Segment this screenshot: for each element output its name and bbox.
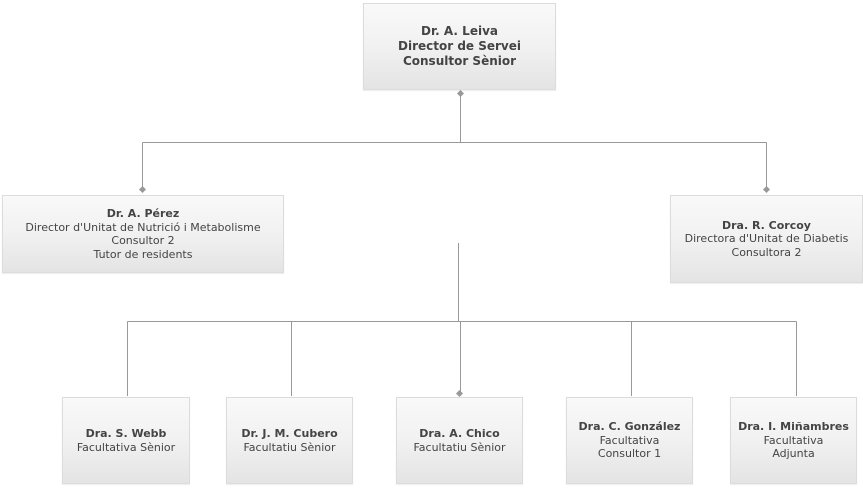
- node-title: Facultatiu Sènior: [413, 440, 506, 454]
- node-title: Facultativa Sènior: [76, 440, 176, 454]
- org-node-gonzalez[interactable]: Dra. C. González Facultativa Consultor 1: [566, 397, 693, 484]
- node-title: Facultativa: [599, 433, 660, 447]
- node-title: Consultora 2: [731, 245, 802, 259]
- connector-diamond: [456, 390, 463, 397]
- connector-diamond: [457, 90, 464, 97]
- node-title: Facultatiu Sènior: [243, 440, 336, 454]
- org-node-webb[interactable]: Dra. S. Webb Facultativa Sènior: [62, 397, 190, 484]
- node-title: Adjunta: [772, 447, 815, 461]
- node-title: Tutor de residents: [93, 247, 193, 261]
- node-title: Director d'Unitat de Nutrició i Metaboli…: [25, 220, 261, 234]
- org-node-cubero[interactable]: Dr. J. M. Cubero Facultatiu Sènior: [226, 397, 353, 484]
- node-name: Dra. C. González: [578, 420, 681, 434]
- node-name: Dr. A. Pérez: [106, 207, 180, 220]
- node-name: Dr. J. M. Cubero: [241, 427, 338, 440]
- node-name: Dra. R. Corcoy: [722, 218, 811, 232]
- node-title: Director de Servei: [398, 39, 521, 53]
- node-title: Facultativa: [763, 433, 824, 447]
- node-name: Dra. I. Miñambres: [738, 420, 849, 434]
- node-title: Consultor Sènior: [402, 54, 517, 68]
- org-node-minambres[interactable]: Dra. I. Miñambres Facultativa Adjunta: [730, 397, 857, 484]
- connector-diamond: [763, 186, 770, 193]
- node-name: Dr. A. Leiva: [421, 24, 498, 38]
- node-name: Dra. A. Chico: [419, 427, 500, 440]
- org-node-director[interactable]: Dr. A. Leiva Director de Servei Consulto…: [363, 3, 556, 90]
- node-name: Dra. S. Webb: [85, 427, 167, 440]
- org-node-perez[interactable]: Dr. A. Pérez Director d'Unitat de Nutric…: [2, 195, 284, 273]
- org-node-corcoy[interactable]: Dra. R. Corcoy Directora d'Unitat de Dia…: [670, 195, 863, 283]
- org-node-chico[interactable]: Dra. A. Chico Facultatiu Sènior: [396, 397, 523, 484]
- connector-diamond: [139, 186, 146, 193]
- node-title: Directora d'Unitat de Diabetis: [684, 232, 849, 246]
- node-title: Consultor 1: [597, 447, 662, 461]
- node-title: Consultor 2: [111, 234, 175, 247]
